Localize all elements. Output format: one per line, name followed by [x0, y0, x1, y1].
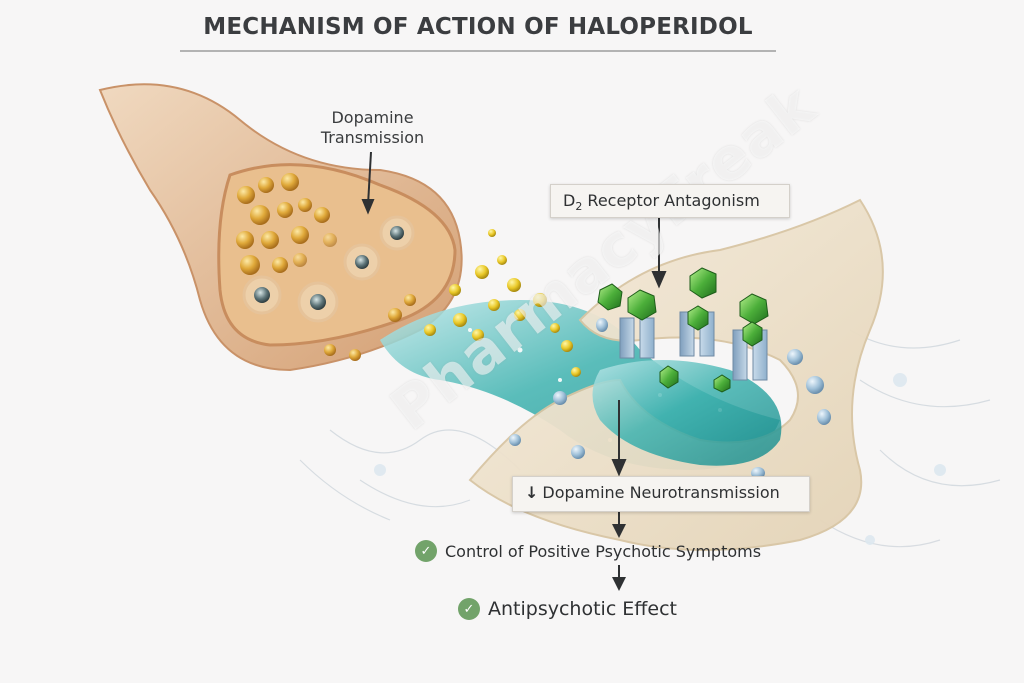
title-divider [180, 50, 776, 52]
dopamine-transmission-line1: Dopamine [331, 108, 414, 127]
dopamine-transmission-line2: Transmission [320, 128, 425, 147]
check-circle-icon: ✓ [458, 598, 480, 620]
check-circle-icon: ✓ [415, 540, 437, 562]
outcome-control-positive-symptoms: ✓ Control of Positive Psychotic Symptoms [415, 540, 761, 562]
down-arrow-icon: ↓ [525, 483, 539, 502]
page-title: MECHANISM OF ACTION OF HALOPERIDOL [203, 14, 753, 40]
d2-label-rest: Receptor Antagonism [582, 191, 760, 210]
outcome-label: Control of Positive Psychotic Symptoms [445, 541, 762, 561]
d2-prefix: D [563, 191, 576, 210]
decreased-neurotransmission-label: Dopamine Neurotransmission [542, 483, 780, 502]
dopamine-transmission-label: Dopamine Transmission [305, 108, 440, 148]
outcome-label: Antipsychotic Effect [488, 598, 677, 620]
outcome-antipsychotic-effect: ✓ Antipsychotic Effect [458, 598, 677, 620]
d2-receptor-antagonism-box: D2 Receptor Antagonism [550, 184, 790, 218]
decreased-neurotransmission-box: ↓Dopamine Neurotransmission [512, 476, 810, 512]
d2-subscript: 2 [575, 200, 583, 213]
